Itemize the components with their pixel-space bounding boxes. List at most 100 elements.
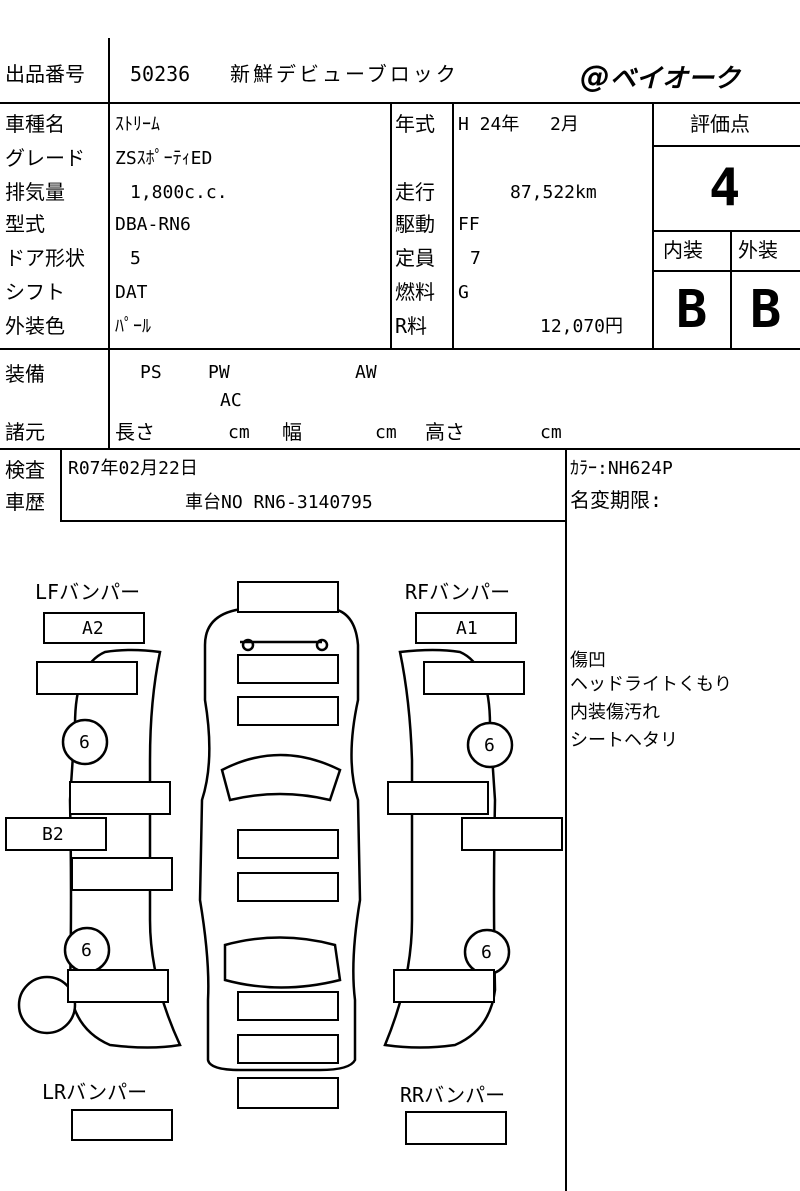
trunk-box: [237, 991, 339, 1021]
tire-rf-label: 6: [484, 735, 495, 756]
rr-bumper-label: RRバンパー: [400, 1083, 506, 1107]
chassis-number: 車台NO RN6-3140795: [185, 492, 373, 513]
tire-lf-label: 6: [79, 732, 90, 753]
label-column-line: [108, 38, 110, 449]
vehicle-section-divider: [0, 348, 800, 350]
equip-pw: PW: [208, 362, 230, 383]
lot-title: 新鮮デビューブロック: [230, 62, 459, 86]
header-divider: [0, 102, 800, 104]
windshield: [220, 753, 342, 802]
left-rear-door-box: [71, 857, 173, 891]
rear-bumper-box: [237, 1077, 339, 1109]
tire-lr-label: 6: [81, 940, 92, 961]
name-change-deadline: 名変期限:: [570, 488, 663, 512]
rating-score: 4: [709, 158, 741, 218]
note-line: 内装傷汚れ: [570, 702, 660, 723]
inspection-bottom-line: [60, 520, 565, 522]
lr-bumper-box: [71, 1109, 173, 1141]
hood-box-2: [237, 696, 339, 726]
rf-bumper-label: RFバンパー: [405, 580, 511, 604]
vehicle-capacity: 7: [470, 248, 481, 269]
spec-height-label: 高さ: [425, 420, 465, 444]
spec-length-label: 長さ: [115, 420, 155, 444]
year-label: 年式: [395, 112, 435, 136]
capacity-label: 定員: [395, 246, 435, 270]
rr-bumper-box: [405, 1111, 507, 1145]
mid-column-line: [390, 102, 392, 348]
vehicle-shift: DAT: [115, 282, 148, 303]
vehicle-model: DBA-RN6: [115, 214, 191, 235]
trunk-box-2: [237, 1034, 339, 1064]
interior-label: 内装: [663, 238, 703, 262]
lot-label: 出品番号: [5, 62, 85, 86]
name-label: 車種名: [5, 112, 65, 136]
rating-column-line: [652, 102, 654, 348]
rfee-label: R料: [395, 314, 428, 338]
rating-divider-2: [652, 230, 800, 232]
left-front-door-box: [69, 781, 171, 815]
mileage-label: 走行: [395, 180, 435, 204]
note-line: ヘッドライトくもり: [570, 674, 732, 695]
specs-label: 諸元: [5, 420, 45, 444]
rf-bumper-mark: A1: [456, 618, 478, 639]
rear-window: [223, 936, 342, 989]
lf-bumper-box: [43, 612, 145, 644]
equip-ac: AC: [220, 390, 242, 411]
fuel-label: 燃料: [395, 280, 435, 304]
bayauc-logo: @ベイオーク: [580, 60, 741, 95]
inspection-label-line: [60, 448, 62, 520]
vehicle-fuel: G: [458, 282, 469, 303]
spec-width-unit: cm: [375, 422, 397, 443]
exterior-grade: B: [750, 280, 782, 340]
history-label: 車歴: [5, 490, 45, 514]
vehicle-rfee: 12,070円: [540, 316, 624, 337]
grade-label: グレード: [5, 146, 85, 170]
note-line: シートヘタリ: [570, 730, 678, 751]
damage-marker-circle: [17, 975, 77, 1035]
roof-box-2: [237, 872, 339, 902]
right-rear-door-box: [461, 817, 563, 851]
spec-width-label: 幅: [282, 420, 302, 444]
model-label: 型式: [5, 212, 45, 236]
rating-divider-3: [652, 270, 800, 272]
inspection-label: 検査: [5, 458, 45, 482]
lot-number: 50236: [130, 62, 191, 86]
lf-bumper-mark: A2: [82, 618, 104, 639]
exterior-label: 外装: [738, 238, 778, 262]
hood-box: [237, 654, 339, 684]
value-column-line: [452, 102, 454, 348]
doors-label: ドア形状: [5, 246, 85, 270]
notes-column-line: [565, 448, 567, 1191]
left-quarter-box: [67, 969, 169, 1003]
vehicle-month: 2月: [550, 114, 579, 135]
tire-lf: [61, 718, 109, 766]
roof-box: [237, 829, 339, 859]
vehicle-grade: ZSｽﾎﾟｰﾃｨED: [115, 148, 213, 169]
spec-length-unit: cm: [228, 422, 250, 443]
right-fender-box: [423, 661, 525, 695]
left-side-box: [5, 817, 107, 851]
rf-bumper-box: [415, 612, 517, 644]
vehicle-name: ｽﾄﾘｰﾑ: [115, 114, 160, 135]
notes-title: 傷凹: [570, 650, 606, 671]
car-body-outline: [198, 606, 362, 1072]
displacement-label: 排気量: [5, 180, 65, 204]
equip-ps: PS: [140, 362, 162, 383]
tire-rf: [466, 721, 514, 769]
shift-label: シフト: [5, 280, 65, 304]
vehicle-mileage: 87,522km: [510, 182, 597, 203]
drive-label: 駆動: [395, 212, 435, 236]
rating-label: 評価点: [690, 112, 750, 136]
left-side-mark: B2: [42, 824, 64, 845]
vehicle-displacement: 1,800c.c.: [130, 182, 228, 203]
color-code: ｶﾗｰ:NH624P: [570, 458, 673, 479]
spec-height-unit: cm: [540, 422, 562, 443]
right-quarter-box: [393, 969, 495, 1003]
spec-section-divider: [0, 448, 800, 450]
lr-bumper-label: LRバンパー: [42, 1080, 148, 1104]
inspection-date: R07年02月22日: [68, 458, 198, 479]
vehicle-drive: FF: [458, 214, 480, 235]
vehicle-color: ﾊﾟｰﾙ: [115, 316, 151, 337]
color-label: 外装色: [5, 314, 65, 338]
